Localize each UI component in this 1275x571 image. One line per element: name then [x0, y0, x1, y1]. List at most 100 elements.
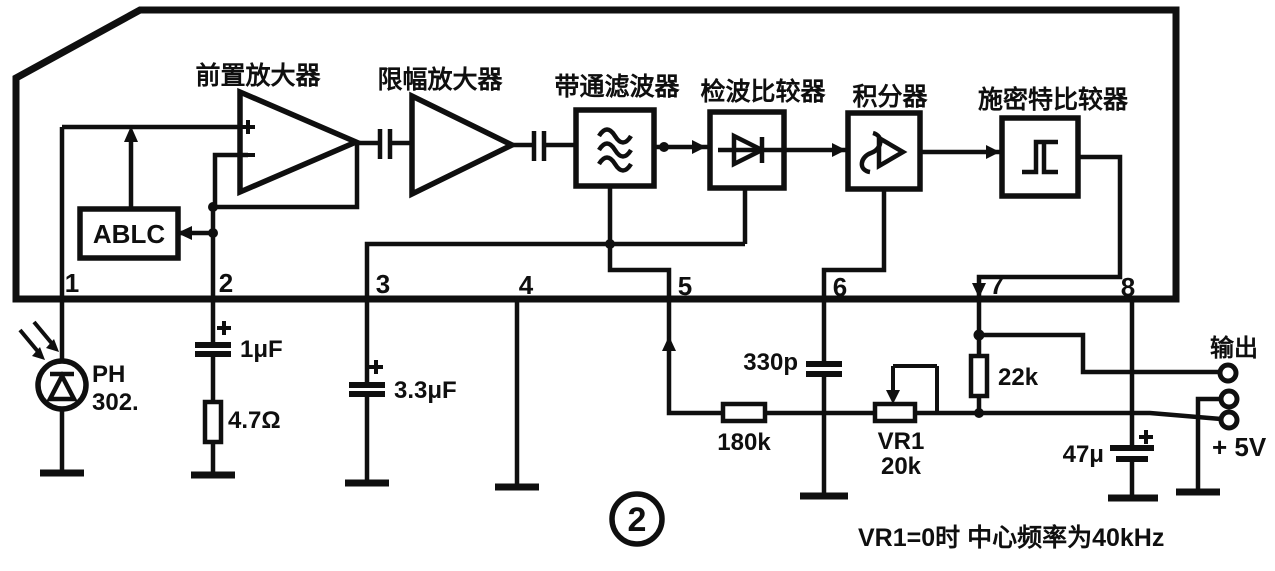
resistor-180k-value: 180k	[717, 429, 771, 456]
cap-330p-value: 330p	[743, 349, 798, 376]
photodiode-icon	[46, 371, 78, 402]
pin-7: 7	[990, 270, 1004, 300]
vr1-box	[872, 401, 918, 424]
output-terminal-circle	[1217, 362, 1239, 384]
supply-gnd-wire	[1195, 396, 1221, 489]
resistor-4r7-box	[202, 399, 224, 445]
terminals: 输出 + 5V	[1176, 334, 1267, 496]
cap-3u3-plates	[349, 382, 385, 397]
ablc-label: ABLC	[93, 219, 165, 249]
light-arrow-icon	[46, 339, 59, 352]
feedback-wire	[213, 143, 360, 210]
bottom-bus: 180k VR1 20k	[662, 299, 1222, 480]
light-rays-icon	[18, 320, 56, 356]
figure-number-text: 2	[628, 501, 647, 539]
cap-1uf-plates	[195, 342, 231, 357]
ablc-block: ABLC	[77, 126, 218, 299]
schmitt-box	[999, 115, 1081, 199]
integrator-block	[845, 110, 1002, 192]
hysteresis-icon	[1022, 139, 1058, 175]
signal-arrow-icon	[832, 143, 846, 157]
pin-5: 5	[678, 271, 692, 301]
integrator-triangle-icon	[876, 134, 908, 170]
ablc-left-arrow-icon	[177, 226, 192, 240]
wave-icon	[597, 127, 633, 145]
vr1-wiper-wire	[891, 364, 939, 413]
bus-wire-b	[915, 410, 1222, 422]
light-arrow-icon	[32, 347, 45, 360]
resistor-22k-value: 22k	[998, 364, 1039, 391]
bandpass-out-dot	[659, 142, 669, 152]
photodiode-model: 302.	[92, 389, 139, 416]
wave-icon	[597, 155, 633, 173]
plus-input-sign	[241, 120, 255, 134]
pin2-branch: 1μF 4.7Ω	[191, 299, 283, 479]
caption-text: VR1=0时 中心频率为40kHz	[858, 523, 1164, 552]
pin-2: 2	[219, 268, 233, 298]
cap-47u-plates	[1110, 445, 1154, 462]
pin5-ext-wire	[666, 299, 723, 416]
pin3-net-wire	[364, 241, 745, 299]
polarity-plus-icon	[1139, 430, 1153, 444]
figure-number: 2	[609, 491, 665, 547]
pin-3: 3	[376, 269, 390, 299]
cap-47u-value: 47μ	[1063, 441, 1104, 468]
vr1-value: 20k	[881, 453, 922, 480]
figure-circle	[609, 491, 665, 547]
limiter-stage	[409, 91, 576, 199]
photodiode-name: PH	[92, 361, 125, 388]
polarity-plus-icon	[369, 360, 383, 374]
ic-outline	[12, 6, 1180, 303]
preamp-label: 前置放大器	[195, 61, 321, 90]
minus-input-wire	[212, 152, 248, 207]
cap-1uf-value: 1μF	[240, 336, 283, 363]
pin4-branch	[495, 296, 539, 491]
bandpass-bottom-wire	[607, 186, 672, 299]
detector-block	[707, 109, 848, 191]
pin7-down-arrow-icon	[972, 283, 986, 298]
diode-icon	[731, 132, 768, 168]
integrator-label: 积分器	[852, 83, 928, 111]
internal-routing	[364, 186, 887, 299]
pin-4: 4	[519, 270, 534, 300]
pin-8: 8	[1121, 272, 1135, 302]
supply-terminal-circle	[1218, 409, 1240, 431]
resistor-22k-box	[968, 353, 990, 399]
schmitt-block	[972, 115, 1123, 298]
photodiode-branch: PH 302.	[18, 320, 139, 477]
polarity-plus-icon	[217, 321, 231, 335]
output-wire	[979, 332, 1220, 375]
signal-arrow-icon	[692, 140, 706, 154]
ablc-up-arrow-icon	[124, 126, 138, 142]
supply-gnd-terminal-circle	[1218, 388, 1240, 410]
junction-dot	[605, 239, 615, 249]
supply-label: + 5V	[1212, 432, 1267, 462]
coupling-cap-1	[377, 129, 412, 159]
schmitt-label: 施密特比较器	[978, 85, 1129, 114]
detector-label: 检波比较器	[700, 77, 826, 106]
bandpass-block	[573, 107, 710, 189]
vr1-wiper-arrow-icon	[886, 390, 900, 404]
cap-3u3-value: 3.3μF	[394, 377, 457, 404]
integrator-bottom-wire	[821, 189, 887, 299]
vr1-name: VR1	[878, 428, 925, 455]
pin-6: 6	[833, 272, 847, 302]
cap-330p-plates	[806, 361, 842, 377]
bandpass-label: 带通滤波器	[554, 73, 680, 101]
signal-arrow-icon	[986, 145, 1000, 159]
cap2-plates	[531, 131, 547, 161]
pin7-branch: 22k	[968, 299, 1220, 418]
pin3-branch: 3.3μF	[345, 299, 457, 487]
pin-1: 1	[65, 268, 79, 298]
pin5-up-arrow-icon	[662, 336, 676, 351]
preamp-triangle	[237, 87, 363, 197]
photodiode-circle	[35, 358, 89, 412]
limiter-label: 限幅放大器	[377, 65, 503, 94]
output-terminal-label: 输出	[1210, 334, 1258, 362]
wave-icon	[597, 141, 633, 159]
resistor-180k-box	[720, 401, 768, 424]
pin8-branch: 47μ	[1063, 299, 1158, 502]
resistor-4r7-value: 4.7Ω	[228, 407, 281, 434]
